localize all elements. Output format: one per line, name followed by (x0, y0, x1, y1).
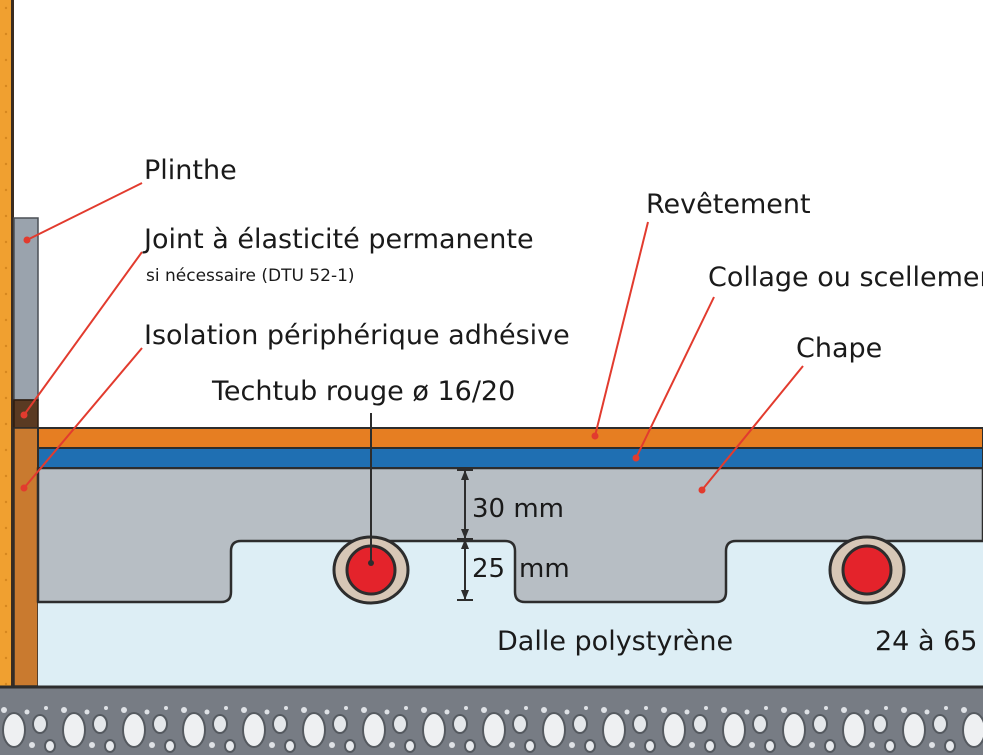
label-joint-note: si nécessaire (DTU 52-1) (146, 266, 355, 286)
dimension-arrows (461, 470, 469, 600)
leader-isolation (23, 347, 143, 489)
plinthe-shape (13, 217, 39, 401)
label-dim-plot-unit: mm (519, 554, 570, 584)
chape-layer (36, 466, 983, 604)
leader-joint (23, 251, 143, 416)
leader-revetement (594, 221, 649, 437)
collage-layer (37, 447, 983, 469)
revetement-layer (37, 427, 983, 449)
leader-lines (23, 182, 804, 491)
label-joint: Joint à élasticité permanente (144, 224, 534, 255)
leader-dots (20, 236, 706, 494)
leader-plinthe (26, 182, 143, 241)
isolation-strip (13, 427, 39, 687)
label-techtub: Techtub rouge ø 16/20 (212, 376, 516, 407)
label-dim-chape: 30 mm (472, 494, 565, 524)
concrete-slab (0, 686, 983, 755)
wall (0, 0, 14, 688)
label-plinthe: Plinthe (144, 155, 237, 186)
label-chape: Chape (796, 333, 883, 364)
leader-collage (635, 296, 715, 459)
heating-tube-right (828, 535, 906, 605)
label-isolation: Isolation périphérique adhésive (144, 320, 570, 351)
label-revetement: Revêtement (646, 189, 811, 220)
label-dim-plot: 25 (472, 554, 506, 584)
label-dalle-thickness: 24 à 65 (875, 626, 978, 657)
heating-tube-left (332, 535, 410, 605)
techtub-pointer-dot (368, 560, 374, 566)
leader-chape (701, 365, 804, 491)
wall-edge (11, 0, 14, 688)
label-dalle: Dalle polystyrène (497, 626, 734, 657)
label-collage: Collage ou scellement (708, 262, 983, 293)
